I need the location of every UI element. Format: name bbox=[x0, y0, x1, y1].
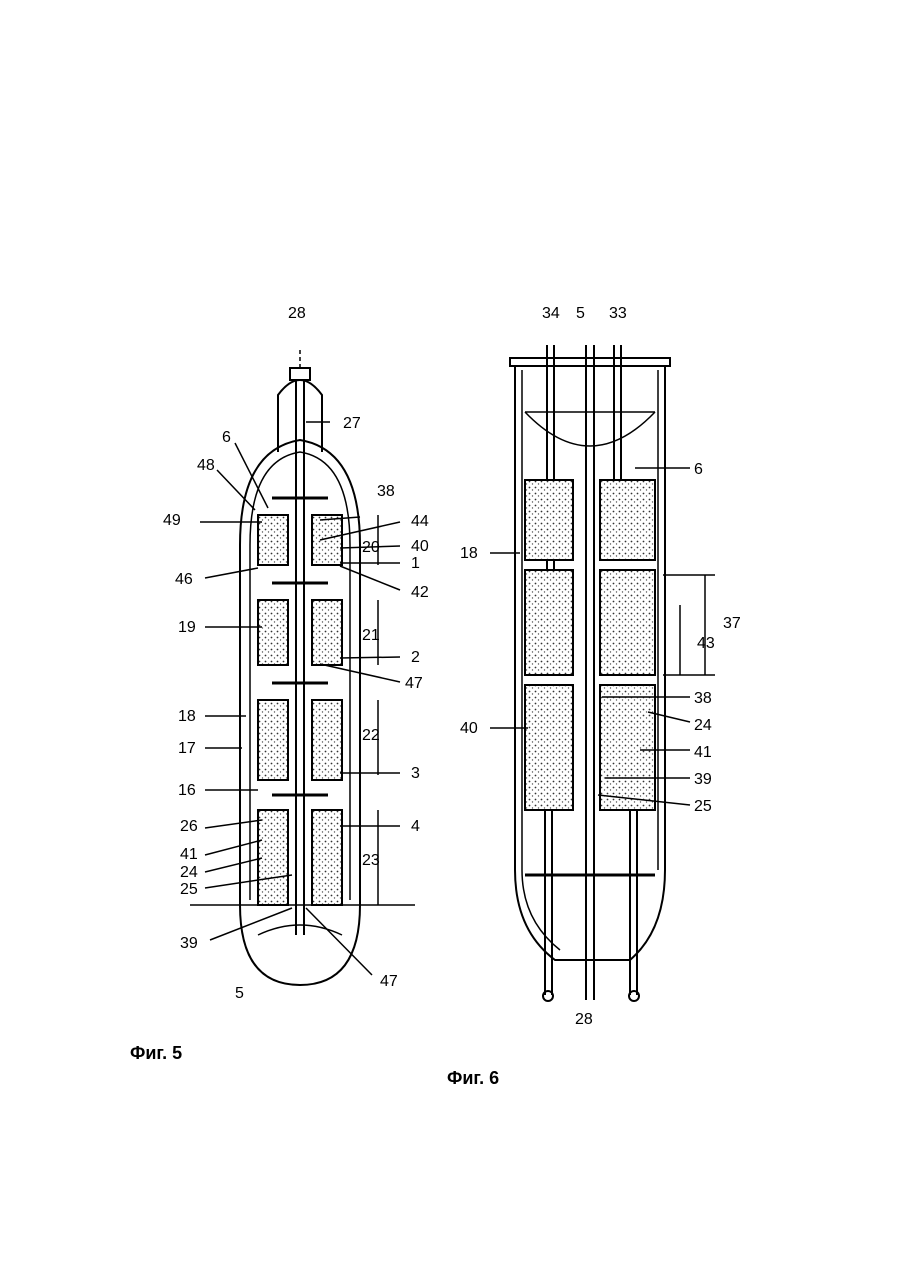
fig5-bed-4-right bbox=[312, 810, 342, 905]
fig6-bed-1-right bbox=[600, 480, 655, 560]
fig5-label-17: 17 bbox=[178, 740, 196, 757]
figure-5-caption: Фиг. 5 bbox=[130, 1043, 182, 1064]
fig6-bed-2-left bbox=[525, 570, 573, 675]
fig5-label-46: 46 bbox=[175, 571, 193, 588]
fig5-label-28: 28 bbox=[288, 305, 306, 322]
fig5-label-48: 48 bbox=[197, 457, 215, 474]
fig6-label-39: 39 bbox=[694, 771, 712, 788]
fig6-label-33: 33 bbox=[609, 305, 627, 322]
fig6-label-37: 37 bbox=[723, 615, 741, 632]
fig5-label-24: 24 bbox=[180, 864, 198, 881]
fig6-label-5: 5 bbox=[576, 305, 585, 322]
fig6-bed-3-right bbox=[600, 685, 655, 810]
fig6-label-28: 28 bbox=[575, 1011, 593, 1028]
fig5-bed-1-right bbox=[312, 515, 342, 565]
fig6-label-6: 6 bbox=[694, 461, 703, 478]
fig6-leaders bbox=[490, 468, 690, 805]
fig5-label-49: 49 bbox=[163, 512, 181, 529]
fig6-label-34: 34 bbox=[542, 305, 560, 322]
fig5-label-41: 41 bbox=[180, 846, 198, 863]
fig5-label-47b: 47 bbox=[380, 973, 398, 990]
fig5-label-2: 2 bbox=[411, 649, 420, 666]
fig5-bottom-head bbox=[258, 925, 342, 935]
fig5-label-39: 39 bbox=[180, 935, 198, 952]
fig6-top-cap bbox=[510, 358, 670, 366]
fig5-label-23: 23 bbox=[362, 852, 380, 869]
fig5-label-1: 1 bbox=[411, 555, 420, 572]
fig5-label-38: 38 bbox=[377, 483, 395, 500]
fig5-label-40: 40 bbox=[411, 538, 429, 555]
fig5-label-22: 22 bbox=[362, 727, 380, 744]
fig6-label-18: 18 bbox=[460, 545, 478, 562]
fig5-leaders bbox=[200, 422, 400, 975]
fig5-label-26: 26 bbox=[180, 818, 198, 835]
fig6-label-38: 38 bbox=[694, 690, 712, 707]
fig5-label-6: 6 bbox=[222, 429, 231, 446]
fig6-top-dome bbox=[525, 412, 655, 446]
fig5-label-47: 47 bbox=[405, 675, 423, 692]
fig5-label-42: 42 bbox=[411, 584, 429, 601]
fig5-bed-4-left bbox=[258, 810, 288, 905]
fig5-label-20: 20 bbox=[362, 539, 380, 556]
fig5-label-44: 44 bbox=[411, 513, 429, 530]
fig5-label-16: 16 bbox=[178, 782, 196, 799]
fig5-bed-3-right bbox=[312, 700, 342, 780]
fig5-bed-3-left bbox=[258, 700, 288, 780]
fig6-dimensions bbox=[663, 575, 715, 675]
fig6-bed-2-right bbox=[600, 570, 655, 675]
fig5-label-4: 4 bbox=[411, 818, 420, 835]
fig6-label-24: 24 bbox=[694, 717, 712, 734]
fig5-label-18: 18 bbox=[178, 708, 196, 725]
fig6-label-43: 43 bbox=[697, 635, 715, 652]
figure-6-caption: Фиг. 6 bbox=[447, 1068, 499, 1089]
fig5-neck bbox=[278, 380, 322, 452]
fig5-label-27: 27 bbox=[343, 415, 361, 432]
fig5-label-3: 3 bbox=[411, 765, 420, 782]
fig6-bed-1-left bbox=[525, 480, 573, 560]
fig5-label-19: 19 bbox=[178, 619, 196, 636]
fig5-bed-2-right bbox=[312, 600, 342, 665]
fig6-label-25: 25 bbox=[694, 798, 712, 815]
fig5-bed-2-left bbox=[258, 600, 288, 665]
fig5-label-21: 21 bbox=[362, 627, 380, 644]
fig5-label-25: 25 bbox=[180, 881, 198, 898]
fig5-label-5: 5 bbox=[235, 985, 244, 1002]
fig6-label-40: 40 bbox=[460, 720, 478, 737]
figure-6 bbox=[490, 345, 715, 1001]
fig6-bed-3-left bbox=[525, 685, 573, 810]
fig5-top-flange bbox=[290, 368, 310, 380]
fig5-bed-1-left bbox=[258, 515, 288, 565]
fig6-label-41: 41 bbox=[694, 744, 712, 761]
